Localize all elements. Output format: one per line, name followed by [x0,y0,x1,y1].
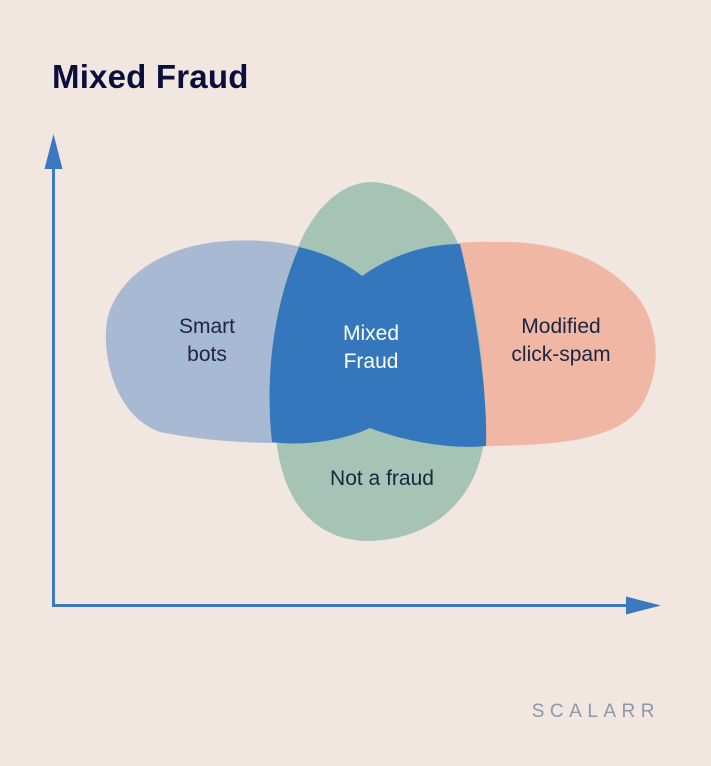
smart-bots-label-line-1: Smart [178,315,235,338]
not-a-fraud-label-line-1: Not a fraud [330,467,434,490]
x-axis-arrowhead [626,596,661,615]
y-axis-arrowhead [44,134,63,169]
page-title: Mixed Fraud [52,58,249,95]
brand-logo-text: SCALARR [531,701,660,722]
modified-click-spam-label: Modified click-spam [486,313,636,369]
modified-click-spam-label-line-2: click-spam [511,343,611,366]
smart-bots-label: Smart bots [150,313,264,369]
smart-bots-label-line-2: bots [187,343,227,366]
mixed-fraud-shape [269,244,487,447]
not-a-fraud-label: Not a fraud [312,465,452,493]
modified-click-spam-label-line-1: Modified [521,315,601,338]
mixed-fraud-label-line-1: Mixed [342,322,400,345]
mixed-fraud-label-line-2: Fraud [343,350,399,373]
mixed-fraud-label: Mixed Fraud [312,320,430,376]
